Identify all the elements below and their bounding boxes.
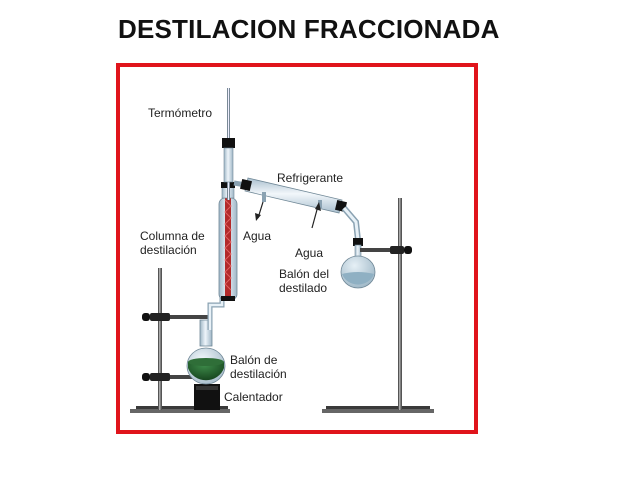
diagram-title: DESTILACION FRACCIONADA	[118, 14, 500, 44]
diagram-frame	[116, 63, 478, 434]
label-distillation-flask: Balón de destilación	[230, 353, 287, 381]
label-heater: Calentador	[224, 390, 283, 404]
label-receiver: Balón del destilado	[279, 267, 329, 295]
label-column: Columna de destilación	[140, 229, 205, 257]
distillation-flask	[186, 319, 226, 385]
right-ring-stand	[322, 198, 434, 413]
label-receiver-line2: destilado	[279, 281, 328, 295]
label-column-line2: destilación	[140, 243, 197, 257]
label-water-in: Agua	[243, 229, 272, 243]
label-thermometer: Termómetro	[148, 106, 213, 120]
label-condenser: Refrigerante	[277, 171, 344, 185]
label-water-out: Agua	[295, 246, 324, 260]
label-flask-line1: Balón de	[230, 353, 278, 367]
label-column-line1: Columna de	[140, 229, 205, 243]
water-out-arrow	[311, 202, 321, 229]
thermometer	[222, 88, 235, 200]
label-receiver-line1: Balón del	[279, 267, 330, 281]
receiver-flask	[340, 244, 376, 289]
heater	[194, 384, 220, 410]
label-flask-line2: destilación	[230, 367, 287, 381]
left-ring-stand	[130, 268, 230, 413]
water-in-arrow	[255, 201, 264, 221]
